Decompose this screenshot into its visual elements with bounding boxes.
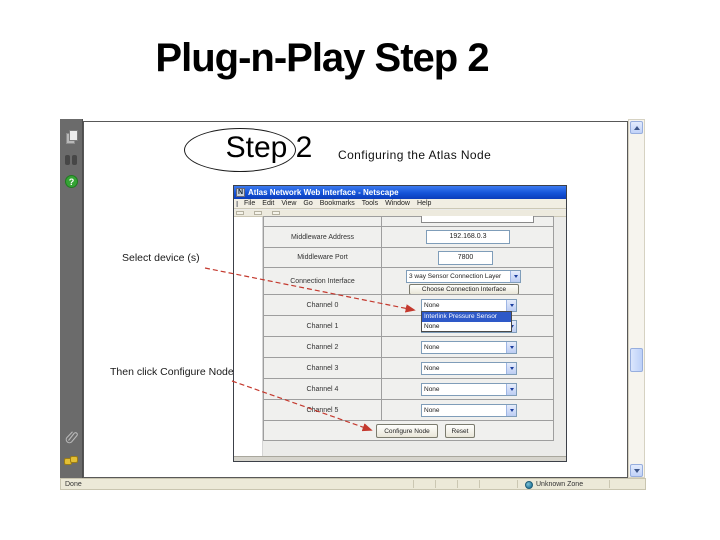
table-row-channel-5: Channel 5 None bbox=[263, 399, 554, 421]
channel-3-label: Channel 3 bbox=[264, 358, 382, 378]
cutoff-control bbox=[421, 216, 534, 223]
status-bar: Done Unknown Zone bbox=[60, 478, 646, 490]
menu-go[interactable]: Go bbox=[303, 200, 313, 207]
pages-icon[interactable] bbox=[65, 130, 79, 144]
paperclip-icon[interactable] bbox=[65, 430, 79, 445]
channel-3-select[interactable]: None bbox=[421, 362, 517, 375]
table-row-middleware-port: Middleware Port 7800 bbox=[263, 247, 554, 268]
document-page: Step 2 Configuring the Atlas Node Select… bbox=[83, 121, 628, 478]
middleware-address-label: Middleware Address bbox=[264, 227, 382, 247]
netscape-window: N Atlas Network Web Interface - Netscape… bbox=[233, 185, 567, 462]
menu-file[interactable]: File bbox=[244, 200, 256, 207]
scroll-down-icon[interactable] bbox=[630, 464, 643, 477]
help-icon[interactable]: ? bbox=[65, 175, 78, 188]
channel-0-label: Channel 0 bbox=[264, 295, 382, 315]
table-row-channel-3: Channel 3 None bbox=[263, 357, 554, 379]
step-ellipse bbox=[184, 128, 296, 172]
channel-5-label: Channel 5 bbox=[264, 400, 382, 420]
middleware-port-input[interactable]: 7800 bbox=[438, 251, 493, 265]
caption-text: Configuring the Atlas Node bbox=[338, 148, 492, 162]
zone-globe-icon bbox=[525, 481, 533, 489]
status-zone-text: Unknown Zone bbox=[536, 481, 584, 488]
menu-bookmarks[interactable]: Bookmarks bbox=[319, 200, 355, 207]
table-row-middleware-address: Middleware Address 192.168.0.3 bbox=[263, 226, 554, 248]
scroll-up-icon[interactable] bbox=[630, 121, 643, 134]
menu-view[interactable]: View bbox=[281, 200, 297, 207]
combo-arrow-icon[interactable] bbox=[506, 384, 516, 395]
table-row-channel-4: Channel 4 None bbox=[263, 378, 554, 400]
slide-title: Plug-n-Play Step 2 bbox=[155, 36, 489, 80]
middleware-address-input[interactable]: 192.168.0.3 bbox=[426, 230, 510, 244]
hands-icon[interactable] bbox=[64, 456, 79, 466]
combo-arrow-icon[interactable] bbox=[506, 405, 516, 416]
channel-5-select[interactable]: None bbox=[421, 404, 517, 417]
netscape-icon: N bbox=[236, 188, 245, 197]
menu-edit[interactable]: Edit bbox=[262, 200, 275, 207]
channel-4-label: Channel 4 bbox=[264, 379, 382, 399]
step-label: Step 2 bbox=[225, 131, 313, 164]
table-row-channel-2: Channel 2 None bbox=[263, 336, 554, 358]
netscape-titlebar[interactable]: N Atlas Network Web Interface - Netscape bbox=[234, 186, 566, 199]
connection-interface-label: Connection Interface bbox=[264, 268, 382, 294]
viewer-window: ? Step 2 Configuring the Atlas Node Sele… bbox=[60, 119, 646, 490]
combo-arrow-icon[interactable] bbox=[506, 300, 516, 311]
combo-arrow-icon[interactable] bbox=[510, 271, 520, 282]
dropdown-option-none[interactable]: None bbox=[424, 322, 440, 330]
combo-arrow-icon[interactable] bbox=[506, 342, 516, 353]
middleware-port-label: Middleware Port bbox=[264, 248, 382, 267]
menu-window[interactable]: Window bbox=[385, 200, 410, 207]
menubar-grip bbox=[236, 201, 238, 207]
channel-1-label: Channel 1 bbox=[264, 316, 382, 336]
channel-2-select[interactable]: None bbox=[421, 341, 517, 354]
channel-0-open-dropdown: Interlink Pressure Sensor None bbox=[421, 311, 512, 332]
channel-2-label: Channel 2 bbox=[264, 337, 382, 357]
channel-4-select[interactable]: None bbox=[421, 383, 517, 396]
table-row-connection-interface: Connection Interface 3 way Sensor Connec… bbox=[263, 267, 554, 295]
scrollbar-thumb[interactable] bbox=[630, 348, 643, 372]
combo-arrow-icon[interactable] bbox=[506, 363, 516, 374]
connection-interface-select[interactable]: 3 way Sensor Connection Layer bbox=[406, 270, 521, 283]
table-row-buttons: Configure Node Reset bbox=[263, 420, 554, 441]
binoculars-icon[interactable] bbox=[65, 155, 78, 166]
page-left-margin bbox=[234, 217, 263, 456]
viewer-sidebar: ? bbox=[60, 119, 83, 478]
netscape-title-text: Atlas Network Web Interface - Netscape bbox=[248, 188, 399, 197]
menu-help[interactable]: Help bbox=[417, 200, 432, 207]
menu-tools[interactable]: Tools bbox=[361, 200, 379, 207]
annotation-then-click: Then click Configure Node bbox=[110, 366, 234, 378]
configure-node-button[interactable]: Configure Node bbox=[376, 424, 438, 438]
annotation-select-device: Select device (s) bbox=[122, 252, 200, 264]
reset-button[interactable]: Reset bbox=[445, 424, 475, 438]
scrollbar-vertical[interactable] bbox=[628, 119, 645, 478]
status-done-text: Done bbox=[65, 481, 82, 488]
netscape-menubar: File Edit View Go Bookmarks Tools Window… bbox=[234, 199, 566, 209]
dropdown-option-interlink[interactable]: Interlink Pressure Sensor bbox=[422, 312, 511, 322]
netscape-bottom-edge bbox=[234, 456, 566, 461]
